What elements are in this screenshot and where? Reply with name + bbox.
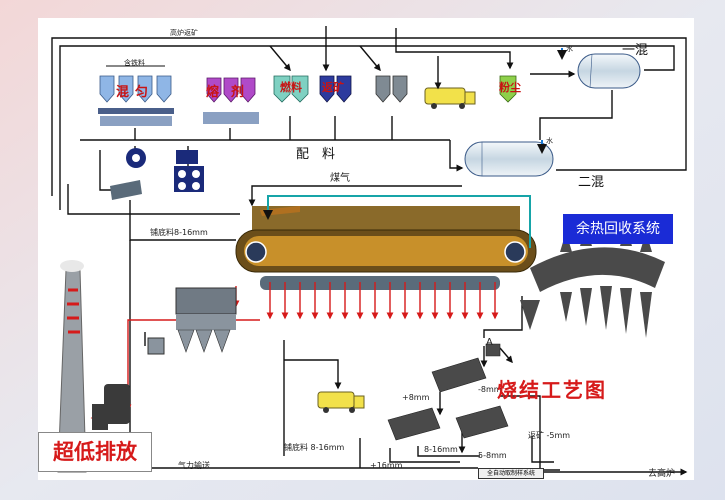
flux-bins xyxy=(206,77,256,103)
label-gas: 煤气 xyxy=(330,173,350,184)
label-minus8: -8mm xyxy=(478,385,502,394)
bin-label-return: 返矿 xyxy=(322,81,344,94)
flow-lines xyxy=(51,26,688,476)
label-size-8-16: 8-16mm xyxy=(424,445,458,454)
sinter-strand xyxy=(235,206,537,273)
flux-feeder xyxy=(203,112,259,124)
label-blast-furnace-return: 高炉返矿 xyxy=(170,29,198,37)
fuel-bins xyxy=(273,75,309,103)
label-iron-containing: 含铁料 xyxy=(124,59,145,67)
left-machinery xyxy=(110,148,204,200)
return-bins xyxy=(319,75,352,103)
diagram-title: 烧结工艺图 xyxy=(497,378,607,402)
label-batching: 配 料 xyxy=(296,147,336,162)
wind-boxes xyxy=(260,276,500,290)
label-secondary-mixer: 二混 xyxy=(578,175,605,190)
label-primary-mixer: 一混 xyxy=(622,43,649,58)
label-water-2: 水 xyxy=(546,137,553,145)
bin-label-fuel: 燃料 xyxy=(280,81,302,94)
exhaust-fan xyxy=(92,384,130,430)
label-hearth-layer-top: 铺底料8-16mm xyxy=(150,228,208,237)
auto-sampling-box: 全自动取制样系统 xyxy=(478,468,544,479)
label-hearth-layer-bottom: 铺底料 8-16mm xyxy=(284,443,345,452)
screens xyxy=(387,343,509,441)
label-water-1: 水 xyxy=(566,45,573,53)
secondary-mixer xyxy=(464,141,554,177)
dust-bin xyxy=(499,75,517,103)
truck-bottom xyxy=(317,391,365,413)
label-plus16: +16mm xyxy=(370,461,403,470)
primary-mixer xyxy=(577,53,641,89)
label-to-blast-furnace: 去高炉 xyxy=(648,469,676,479)
label-plus8: +8mm xyxy=(402,393,430,402)
bin-label-dust: 粉尘 xyxy=(499,81,521,94)
label-return-fines: 返矿 -5mm xyxy=(528,431,571,440)
dust-collector xyxy=(147,287,237,355)
truck-top xyxy=(424,87,476,109)
iron-bins xyxy=(99,75,172,103)
ultra-low-emission-label: 超低排放 xyxy=(38,432,152,472)
label-point-a: A xyxy=(486,337,493,348)
label-size-5-8: 5-8mm xyxy=(478,451,507,460)
chimney xyxy=(57,260,87,473)
iron-feeders xyxy=(98,108,174,126)
label-pneumatic: 气力输送 xyxy=(178,461,210,470)
bin-label-mix: 混匀 xyxy=(116,85,155,100)
bin-label-flux: 熔剂 xyxy=(206,85,257,100)
heat-recovery-label: 余热回收系统 xyxy=(563,214,673,244)
gray-bins xyxy=(375,75,408,103)
